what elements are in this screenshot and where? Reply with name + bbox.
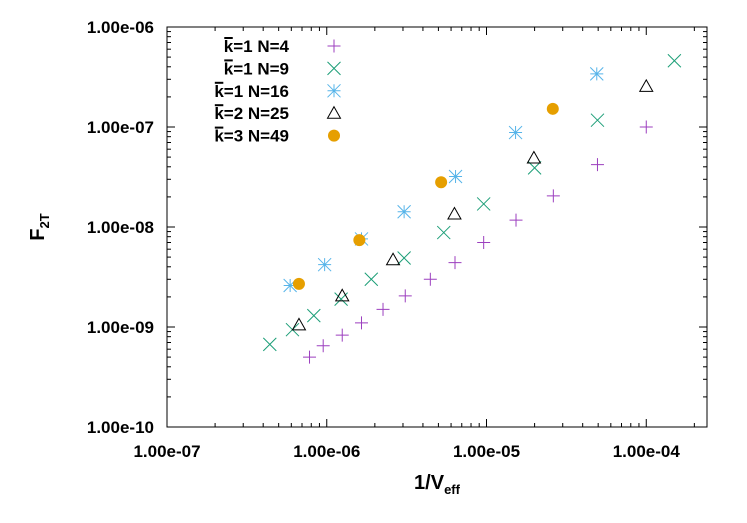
legend-label: k=2 N=25 — [214, 104, 289, 123]
legend-label: k=1 N=9 — [224, 59, 289, 78]
legend-item: k=1 N=9 — [224, 59, 341, 78]
data-point-triangle — [385, 252, 401, 266]
legend-sample-circle — [328, 129, 340, 142]
data-point-x — [527, 161, 542, 175]
series-5 — [292, 102, 559, 290]
legend-item: k=1 N=16 — [214, 81, 341, 101]
data-point-circle — [546, 102, 559, 115]
series-2 — [262, 53, 682, 352]
legend-label: k=1 N=16 — [214, 82, 289, 101]
legend-item: k=2 N=25 — [214, 104, 342, 123]
legend-label: k=1 N=4 — [224, 37, 290, 56]
y-axis-title: F2T — [27, 213, 52, 240]
x-tick-label: 1.00e-06 — [293, 442, 360, 461]
legend-sample-x — [327, 61, 341, 76]
data-point-triangle — [291, 317, 307, 331]
data-point-triangle — [447, 206, 462, 220]
data-point-x — [364, 272, 379, 287]
data-point-plus — [376, 302, 390, 316]
data-point-triangle — [334, 288, 350, 302]
y-tick-label: 1.00e-10 — [87, 418, 154, 437]
legend-label: k=3 N=49 — [214, 127, 289, 146]
legend-item: k=3 N=49 — [214, 126, 340, 146]
data-point-triangle — [638, 78, 654, 92]
data-point-star — [589, 66, 604, 81]
legend: k=1 N=4 k=1 N=9 k=1 N=16 k=2 N=25 k=3 N=49 — [214, 37, 342, 146]
data-marks — [262, 53, 682, 364]
data-point-plus — [448, 256, 462, 270]
data-point-x — [476, 197, 491, 211]
data-point-plus — [303, 350, 317, 364]
data-point-x — [262, 337, 277, 352]
y-tick-label: 1.00e-07 — [87, 118, 154, 137]
legend-sample-triangle — [326, 105, 342, 119]
data-point-circle — [435, 176, 448, 189]
data-point-star — [283, 278, 297, 293]
data-point-plus — [590, 158, 604, 172]
legend-sample-star — [327, 83, 341, 98]
data-point-plus — [423, 272, 437, 286]
axis-ticks — [166, 26, 707, 428]
x-tick-label: 1.00e-04 — [613, 442, 681, 461]
data-point-star — [397, 204, 411, 219]
data-point-triangle — [526, 150, 542, 164]
data-point-plus — [546, 189, 560, 203]
data-point-plus — [335, 328, 349, 342]
data-point-x — [590, 113, 605, 128]
data-point-x — [397, 251, 411, 265]
data-point-x — [436, 225, 451, 240]
data-point-plus — [398, 289, 412, 303]
data-point-star — [448, 169, 463, 184]
series-1 — [303, 120, 653, 364]
y-tick-label: 1.00e-06 — [87, 18, 154, 37]
data-point-x — [667, 53, 682, 68]
x-axis-title: 1/Veff — [414, 472, 461, 497]
data-point-star — [317, 257, 332, 272]
data-point-x — [306, 308, 321, 323]
y-tick-label: 1.00e-08 — [87, 218, 154, 237]
data-point-plus — [354, 316, 368, 330]
tick-labels: 1.00e-07 1.00e-06 1.00e-05 1.00e-04 1.00e-10… — [87, 18, 680, 461]
x-tick-label: 1.00e-07 — [133, 442, 200, 461]
data-point-plus — [316, 339, 330, 353]
data-point-plus — [509, 213, 523, 227]
y-tick-label: 1.00e-09 — [87, 318, 154, 337]
data-point-circle — [292, 277, 305, 290]
data-point-plus — [477, 235, 491, 249]
legend-item: k=1 N=4 — [224, 37, 341, 56]
x-tick-label: 1.00e-05 — [453, 442, 520, 461]
data-point-circle — [353, 234, 366, 247]
legend-sample-plus — [327, 39, 341, 53]
data-point-plus — [639, 120, 653, 134]
data-point-star — [508, 125, 523, 140]
series-4 — [291, 78, 654, 331]
